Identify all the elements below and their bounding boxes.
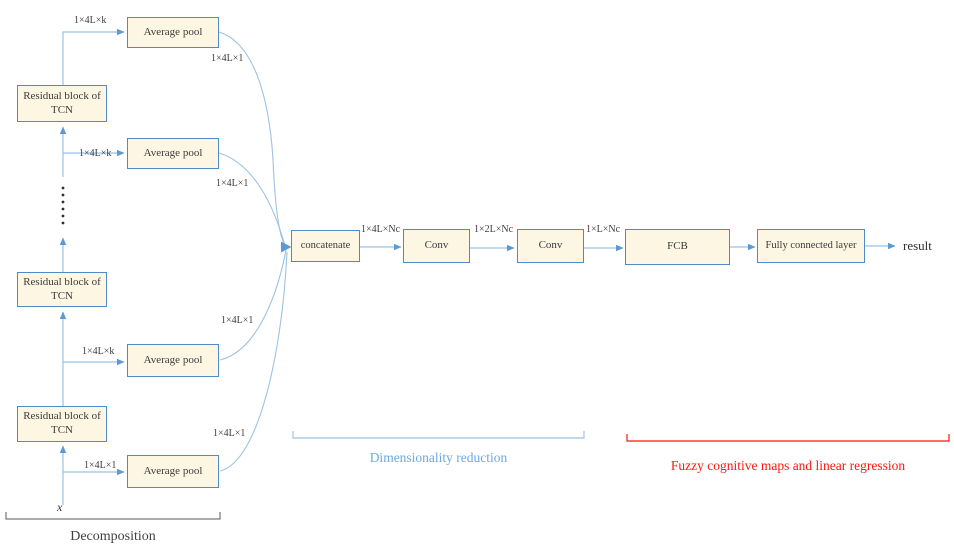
residual-block-3: Residual block of TCN [17,406,107,442]
curve-pool3-to-concat [219,249,287,361]
label-branch-bottom: 1×4L×1 [84,460,117,471]
average-pool-2: Average pool [127,138,219,169]
average-pool-3: Average pool [127,344,219,377]
bracket-fuzzy [626,434,950,442]
section-label-decomposition: Decomposition [70,529,156,544]
bracket-dimensionality [292,431,585,439]
label-pool-out-4: 1×4L×1 [213,428,246,439]
edge-trunk-top-to-pool1 [62,28,125,85]
conv-block-1: Conv [403,229,470,263]
concat-arrowhead [281,241,292,253]
section-label-dimensionality-reduction: Dimensionality reduction [369,450,508,465]
fcb-block: FCB [625,229,730,265]
residual-block-1: Residual block of TCN [17,85,107,122]
bracket-decomposition [5,512,221,520]
input-label: x [57,500,63,514]
label-conv2-out: 1×L×Nc [586,224,621,235]
average-pool-1: Average pool [127,17,219,48]
label-conv1-out: 1×2L×Nc [474,224,514,235]
section-label-fuzzy: Fuzzy cognitive maps and linear regressi… [670,458,906,473]
concatenate-block: concatenate [291,230,360,262]
label-pool-out-3: 1×4L×1 [221,315,254,326]
label-branch-mid: 1×4L×k [79,148,112,159]
label-pool-out-2: 1×4L×1 [216,178,249,189]
average-pool-4: Average pool [127,455,219,488]
curve-pool2-to-concat [218,152,286,247]
label-branch-low: 1×4L×k [82,346,115,357]
curve-pool4-to-concat [219,251,288,472]
fully-connected-block: Fully connected layer [757,229,865,263]
residual-block-2: Residual block of TCN [17,272,107,307]
label-concat-out: 1×4L×Nc [361,224,401,235]
ellipsis-dots [61,186,65,225]
label-pool-out-1: 1×4L×1 [211,53,244,64]
label-branch-top: 1×4L×k [74,15,107,26]
conv-block-2: Conv [517,229,584,263]
result-label: result [903,238,932,253]
